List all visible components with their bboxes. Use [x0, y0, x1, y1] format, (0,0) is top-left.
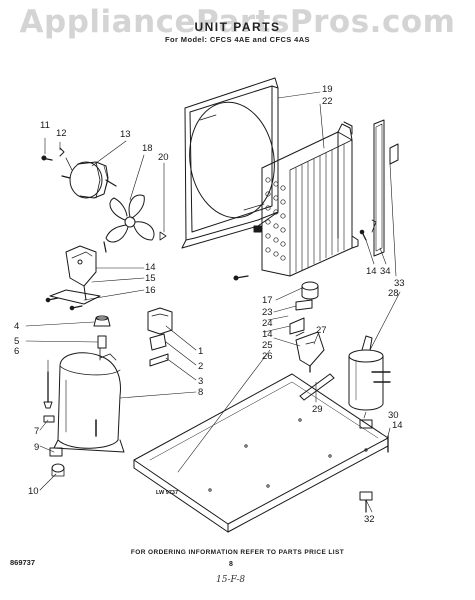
- page-number: 8: [229, 561, 233, 568]
- callout-3: 3: [198, 376, 203, 387]
- callout-14: 14: [145, 262, 156, 273]
- fan-nut: [159, 231, 167, 241]
- callout-14-mid: 14: [262, 329, 273, 340]
- ordering-note: FOR ORDERING INFORMATION REFER TO PARTS …: [130, 549, 345, 556]
- callout-23: 23: [262, 307, 273, 318]
- callout-25: 25: [262, 340, 273, 351]
- washer-7: [43, 415, 55, 423]
- callout-1: 1: [198, 346, 203, 357]
- clip-12: [59, 147, 65, 157]
- callout-14-right: 14: [366, 266, 377, 277]
- callout-12: 12: [56, 128, 67, 139]
- accumulator: [348, 335, 391, 411]
- callout-6: 6: [14, 346, 19, 357]
- callout-9: 9: [34, 442, 39, 453]
- condenser-coil: [261, 121, 359, 277]
- compressor-grommet: [93, 315, 111, 361]
- screw-32: [359, 491, 373, 501]
- callout-34: 34: [380, 266, 391, 277]
- callout-26: 26: [262, 351, 273, 362]
- callout-30: 30: [388, 410, 399, 421]
- callout-10: 10: [28, 486, 39, 497]
- base-pan: [133, 373, 389, 533]
- callout-11: 11: [40, 120, 50, 131]
- grommet-30: [359, 419, 373, 429]
- bracket-27: [295, 331, 325, 373]
- shroud-panel: [181, 77, 279, 249]
- handwritten-note: 15-F-8: [216, 575, 246, 585]
- model-subtitle: For Model: CFCS 4AE and CFCS 4AS: [165, 35, 310, 44]
- callout-15: 15: [145, 273, 156, 284]
- callout-5: 5: [14, 336, 19, 347]
- compressor: [53, 352, 125, 453]
- callout-numbers: 11 12 13 18 20 19 22 14 15 16 4 5 6 1 2 …: [14, 84, 405, 525]
- fan-motor: [61, 157, 117, 199]
- figure-label: LW 9737: [156, 490, 179, 496]
- callout-13: 13: [120, 129, 131, 140]
- watermark: AppliancePartsPros.com: [19, 4, 456, 40]
- fan-blade: [105, 194, 155, 243]
- callout-4: 4: [14, 321, 19, 332]
- callout-16: 16: [145, 285, 156, 296]
- diagram-title: UNIT PARTS: [194, 20, 281, 34]
- grommet-9: [49, 447, 63, 457]
- callout-22: 22: [322, 96, 333, 107]
- part-number: 869737: [10, 558, 36, 567]
- callout-20: 20: [158, 152, 169, 163]
- screw-14: [103, 241, 107, 253]
- callout-29: 29: [312, 404, 323, 415]
- drain-valve-parts: [289, 281, 319, 337]
- callout-27: 27: [316, 325, 327, 336]
- callout-32: 32: [364, 514, 375, 525]
- tube-29: [299, 373, 335, 401]
- callout-33: 33: [394, 278, 405, 289]
- leader-lines: [25, 91, 401, 513]
- callout-18: 18: [142, 143, 153, 154]
- callout-28: 28: [388, 288, 399, 299]
- callout-14-lower: 14: [392, 420, 403, 431]
- callout-2: 2: [198, 361, 203, 372]
- callout-19: 19: [322, 84, 333, 95]
- side-bracket: [371, 119, 399, 257]
- callout-8: 8: [198, 387, 203, 398]
- callout-17: 17: [262, 295, 273, 306]
- callout-24: 24: [262, 318, 273, 329]
- motor-mount: [49, 245, 101, 305]
- callout-7: 7: [34, 426, 39, 437]
- overload-parts: [147, 307, 173, 367]
